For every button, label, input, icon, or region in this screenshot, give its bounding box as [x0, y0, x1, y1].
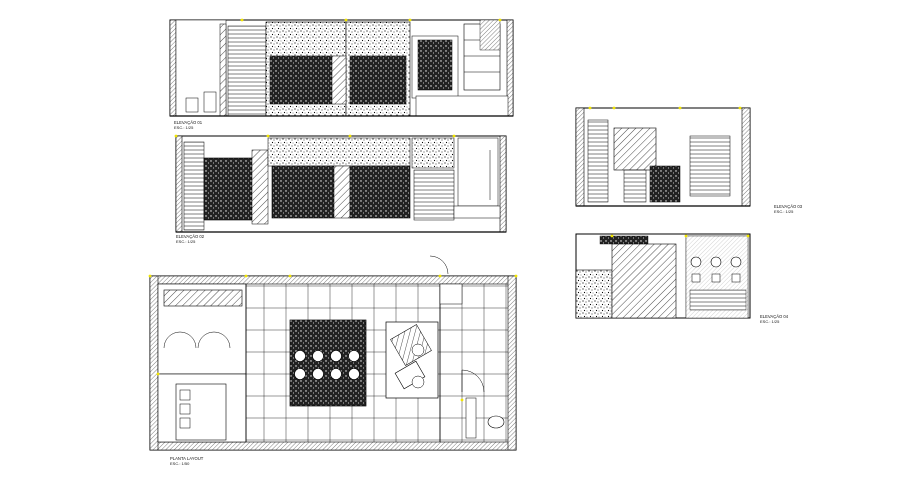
floor-plan: PLANTA LAYOUT ESC.: 1/50 — [148, 255, 518, 466]
view-title: PLANTA LAYOUT — [170, 456, 204, 461]
view-scale: ESC.: 1/25 — [174, 125, 194, 130]
view-scale: ESC.: 1/25 — [176, 239, 196, 244]
view-scale: ESC.: 1/50 — [170, 461, 190, 466]
view-title: ELEVAÇÃO 04 — [760, 314, 789, 319]
elevation-a: ELEVAÇÃO 01 ESC.: 1/25 — [169, 18, 514, 130]
elevation-c: ELEVAÇÃO 03 ESC.: 1/25 — [575, 106, 803, 214]
view-scale: ESC.: 1/25 — [760, 319, 780, 324]
elevation-d: ELEVAÇÃO 04 ESC.: 1/25 — [575, 233, 789, 324]
view-title: ELEVAÇÃO 02 — [176, 234, 205, 239]
view-title: ELEVAÇÃO 03 — [774, 204, 803, 209]
elevation-b: ELEVAÇÃO 02 ESC.: 1/25 — [174, 134, 507, 244]
view-scale: ESC.: 1/25 — [774, 209, 794, 214]
view-title: ELEVAÇÃO 01 — [174, 120, 203, 125]
